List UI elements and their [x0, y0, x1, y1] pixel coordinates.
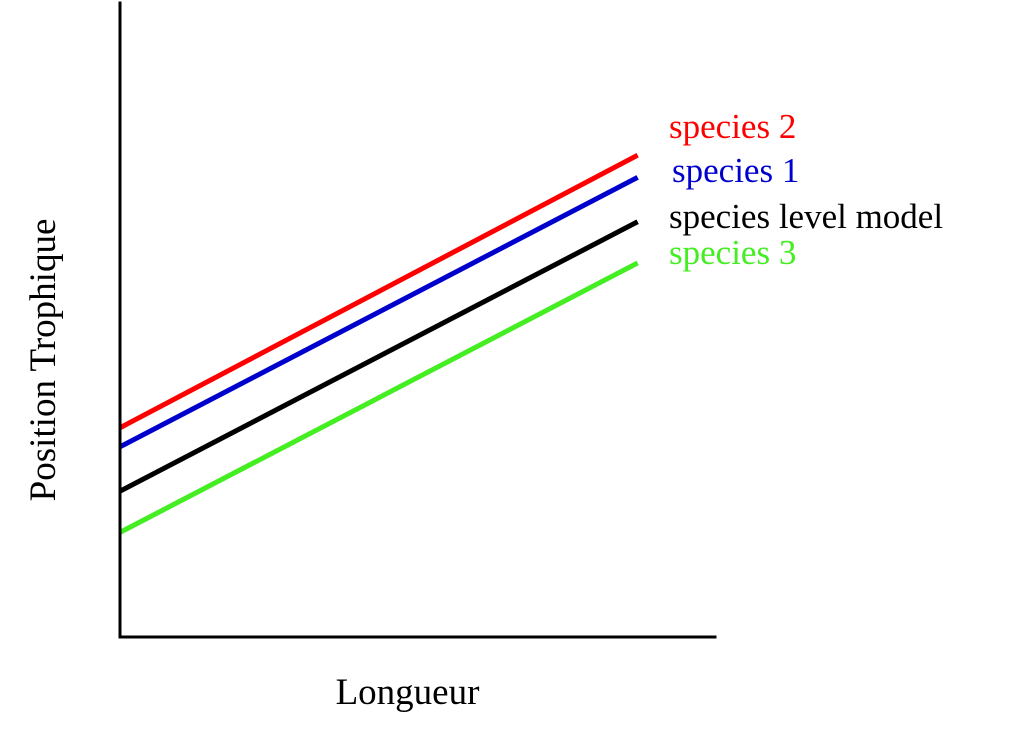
series-label-1: species 2 [669, 107, 796, 146]
series-line-2 [118, 175, 639, 450]
series-line-3 [118, 219, 639, 494]
series-label-layer: species 2 species 1 species level modelspe… [669, 107, 943, 272]
series-label-2: species 1 [672, 151, 799, 190]
series-line-1 [118, 152, 639, 430]
series-line-4 [118, 260, 639, 535]
x-axis-title: Longueur [336, 672, 480, 713]
y-axis-title: Position Trophique [23, 219, 64, 502]
series-layer [118, 152, 639, 535]
series-label-3: species level model [669, 197, 943, 236]
series-label-4: species 3 [669, 233, 796, 272]
